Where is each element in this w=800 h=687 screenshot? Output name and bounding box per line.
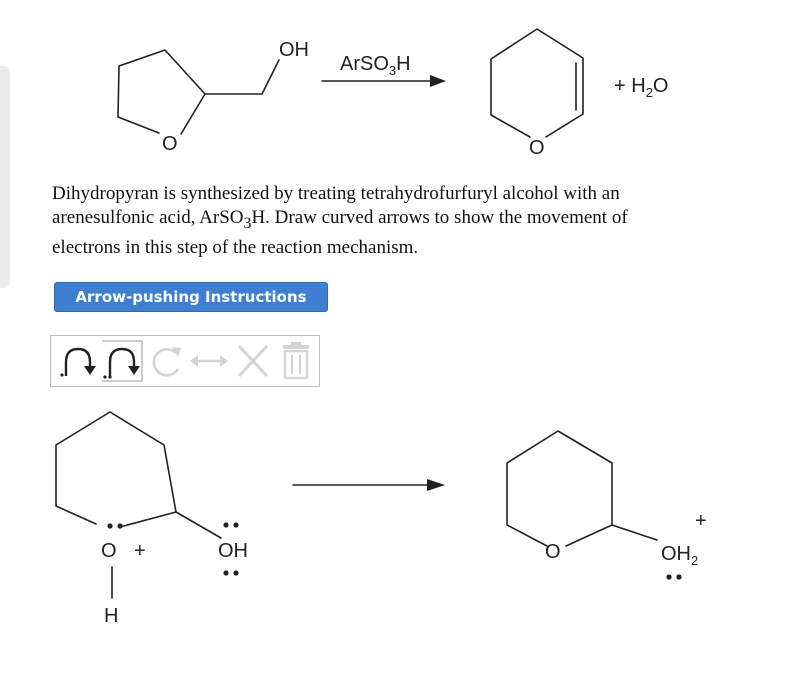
- rotate-tool[interactable]: [145, 340, 187, 382]
- right-ring-bonds: [506, 430, 613, 547]
- drawing-toolbar: [50, 335, 320, 387]
- left-hydrogen: H: [104, 605, 118, 627]
- left-ring-bonds: [55, 411, 177, 528]
- mechanism-arrowhead: [427, 479, 445, 491]
- question-line-1: Dihydropyran is synthesized by treating …: [52, 183, 620, 204]
- left-ring-oxygen: O: [101, 540, 117, 562]
- dihydropyran-ring-bonds: [490, 28, 584, 138]
- reactant-oh-label: OH: [279, 39, 309, 61]
- curved-arrow-lone-pair-tool[interactable]: [101, 340, 143, 382]
- question-line-3: electrons in this step of the reaction m…: [52, 236, 419, 258]
- byproduct-water-label: + H2O: [614, 75, 668, 100]
- rotate-icon: [152, 347, 181, 377]
- trash-icon: [283, 342, 309, 380]
- left-hydroxyl: OH: [218, 540, 248, 562]
- left-ring-oh-bond: [175, 511, 222, 539]
- delete-tool[interactable]: [233, 340, 273, 382]
- arrow-pushing-instructions-button[interactable]: Arrow-pushing Instructions: [54, 282, 328, 312]
- left-oxygen-charge: +: [134, 540, 146, 562]
- resize-tool[interactable]: [187, 340, 231, 382]
- delete-x-icon: [237, 344, 269, 378]
- resize-icon: [190, 355, 228, 367]
- product-ring-oxygen: O: [529, 137, 545, 159]
- thf-ring-bonds: [117, 49, 206, 135]
- question-line-2: arenesulfonic acid, ArSO3H. Draw curved …: [52, 207, 628, 232]
- right-oh2-label: OH2: [661, 543, 698, 568]
- right-ring-oh2-bond: [611, 524, 658, 541]
- right-oh2-charge: +: [695, 510, 707, 532]
- curved-arrow-icon: [60, 347, 96, 377]
- right-ring-oxygen: O: [545, 541, 561, 563]
- reactant-ring-oxygen: O: [162, 133, 178, 155]
- curved-arrow-tool[interactable]: [57, 340, 99, 382]
- top-reaction-arrowhead: [430, 75, 446, 87]
- thf-side-chain-bond: [204, 59, 280, 95]
- side-panel-handle[interactable]: [0, 66, 10, 288]
- curved-arrow-lone-pair-icon: [102, 340, 143, 382]
- clear-all-tool[interactable]: [277, 340, 315, 382]
- question-text: Dihydropyran is synthesized by treating …: [52, 182, 732, 260]
- reagent-label: ArSO3H: [340, 53, 411, 78]
